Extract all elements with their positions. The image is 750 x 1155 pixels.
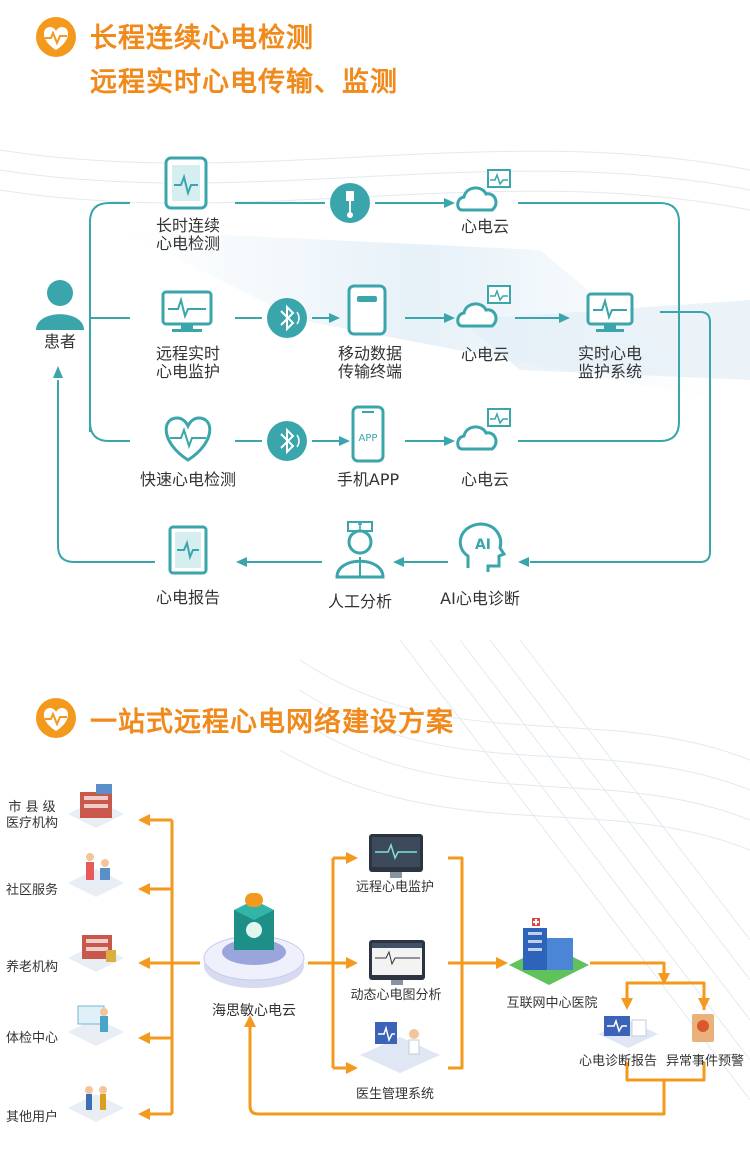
- cloud-icon-row3: [456, 408, 511, 451]
- doctor-management-service-label: 医生管理系统: [355, 1087, 434, 1102]
- patient-label: 患者: [43, 332, 76, 351]
- health-check-center-icon: [68, 1005, 124, 1046]
- ai-badge-text: AI: [474, 537, 492, 553]
- central-hospital-icon: [509, 918, 589, 985]
- ecg-cloud-label-row3: 心电云: [460, 470, 509, 489]
- phone-app-label: 手机APP: [336, 470, 400, 489]
- cloud-icon-row1: [456, 169, 511, 212]
- cloud-platform-icon: [203, 893, 305, 988]
- ai-head-icon: [458, 522, 507, 572]
- data-terminal-icon: [347, 284, 387, 336]
- section2-title: 一站式远程心电网络建设方案: [90, 707, 454, 738]
- ecg-monitor-icon: [161, 290, 213, 332]
- nursing-home-label: 养老机构: [5, 960, 58, 975]
- other-users-label: 其他用户: [5, 1110, 58, 1125]
- remote-monitoring-service-label: 远程心电监护: [355, 880, 434, 895]
- holter-monitor-icon: [164, 156, 208, 210]
- long-term-detection-label: 长时连续 心电检测: [155, 216, 220, 253]
- abnormal-event-alert-label: 异常事件预警: [665, 1054, 744, 1069]
- central-hospital-label: 互联网中心医院: [506, 996, 598, 1011]
- bluetooth-icon-row3: [267, 421, 307, 461]
- patient-icon: [36, 280, 84, 330]
- manual-analysis-label: 人工分析: [327, 592, 392, 611]
- ecg-report-label: 心电报告: [155, 588, 220, 607]
- remote-monitoring-screen-icon: [369, 834, 423, 878]
- cloud-platform-label: 海思敏心电云: [212, 1003, 296, 1019]
- nursing-home-icon: [68, 935, 124, 972]
- cloud-icon-row2: [456, 285, 511, 328]
- ecg-cloud-label-row1: 心电云: [460, 217, 509, 236]
- phone-app-screen-text: APP: [358, 433, 378, 444]
- ai-diagnosis-label: AI心电诊断: [440, 589, 520, 608]
- diagnosis-report-label: 心电诊断报告: [578, 1054, 657, 1069]
- alarm-warning-icon: [692, 1014, 714, 1042]
- quick-detection-label: 快速心电检测: [139, 470, 236, 489]
- doctor-icon: [335, 521, 385, 579]
- community-service-label: 社区服务: [5, 883, 58, 898]
- holter-analysis-screen-icon: [369, 940, 425, 985]
- phone-app-icon: [351, 405, 385, 463]
- doctor-management-icon: [360, 1022, 440, 1073]
- county-hospital-label: 市 县 级 医疗机构: [5, 800, 58, 831]
- health-check-center-label: 体检中心: [5, 1031, 58, 1046]
- report-icon: [168, 525, 208, 575]
- ecg-cloud-label-row2: 心电云: [460, 345, 509, 364]
- holter-analysis-service-label: 动态心电图分析: [350, 988, 442, 1003]
- diagnosis-report-icon: [598, 1016, 658, 1048]
- title-line-1: 长程连续心电检测: [90, 23, 314, 54]
- heart-check-icon: [164, 416, 212, 462]
- usb-cable-icon: [330, 183, 370, 223]
- bluetooth-icon-row2: [267, 298, 307, 338]
- community-service-icon: [68, 853, 124, 897]
- title-line-2: 远程实时心电传输、监测: [90, 67, 398, 98]
- monitoring-system-label: 实时心电 监护系统: [577, 344, 642, 381]
- data-terminal-label: 移动数据 传输终端: [337, 344, 402, 381]
- other-users-icon: [68, 1086, 124, 1122]
- monitoring-system-icon: [586, 292, 634, 332]
- remote-monitoring-label: 远程实时 心电监护: [155, 344, 220, 381]
- hospital-building-icon: [68, 784, 124, 828]
